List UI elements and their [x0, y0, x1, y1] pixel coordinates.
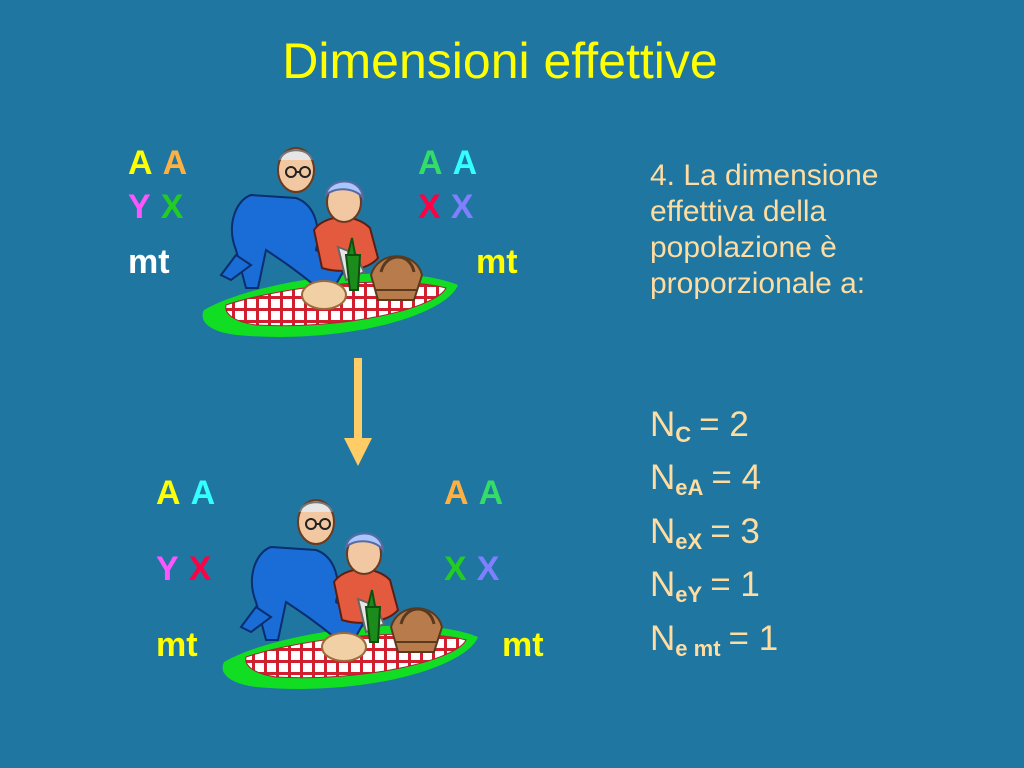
bottom-right-mt: mt	[502, 626, 544, 664]
bottom-right-x2: X	[476, 550, 500, 588]
equation-nemt: Ne mt= 1	[650, 618, 779, 661]
couple-picnic-image-top	[202, 147, 458, 337]
bottom-left-mt: mt	[156, 626, 198, 664]
bottom-right-x1: X	[444, 550, 467, 588]
bottom-right-a2: A	[478, 474, 504, 512]
effective-size-equations: NC= 2 NeA= 4 NeX= 3 NeY= 1 Ne mt= 1	[650, 398, 778, 665]
couple-picnic-image-bottom	[222, 499, 478, 689]
top-right-x1: X	[418, 188, 441, 226]
equation-nc: NC= 2	[650, 405, 749, 447]
top-left-a2: A	[162, 144, 188, 182]
bottom-left-a2: A	[190, 474, 216, 512]
slide-title: Dimensioni effettive	[282, 33, 718, 89]
down-arrow-icon	[344, 358, 372, 466]
top-right-a1: A	[418, 144, 443, 182]
top-left-x: X	[160, 188, 184, 226]
description-text: 4. La dimensione effettiva della popolaz…	[650, 159, 879, 300]
equation-nex: NeX= 3	[650, 511, 760, 554]
bottom-left-y: Y	[156, 550, 179, 588]
bottom-left-x: X	[188, 550, 212, 588]
bottom-left-a1: A	[156, 474, 181, 512]
top-right-x2: X	[450, 188, 474, 226]
top-right-a2: A	[452, 144, 478, 182]
bottom-right-a1: A	[444, 474, 469, 512]
equation-nea: NeA= 4	[650, 458, 762, 501]
top-left-mt: mt	[128, 243, 170, 281]
top-left-a1: A	[128, 144, 153, 182]
equation-ney: NeY= 1	[650, 565, 760, 608]
top-left-y: Y	[128, 188, 151, 226]
top-right-mt: mt	[476, 243, 518, 281]
